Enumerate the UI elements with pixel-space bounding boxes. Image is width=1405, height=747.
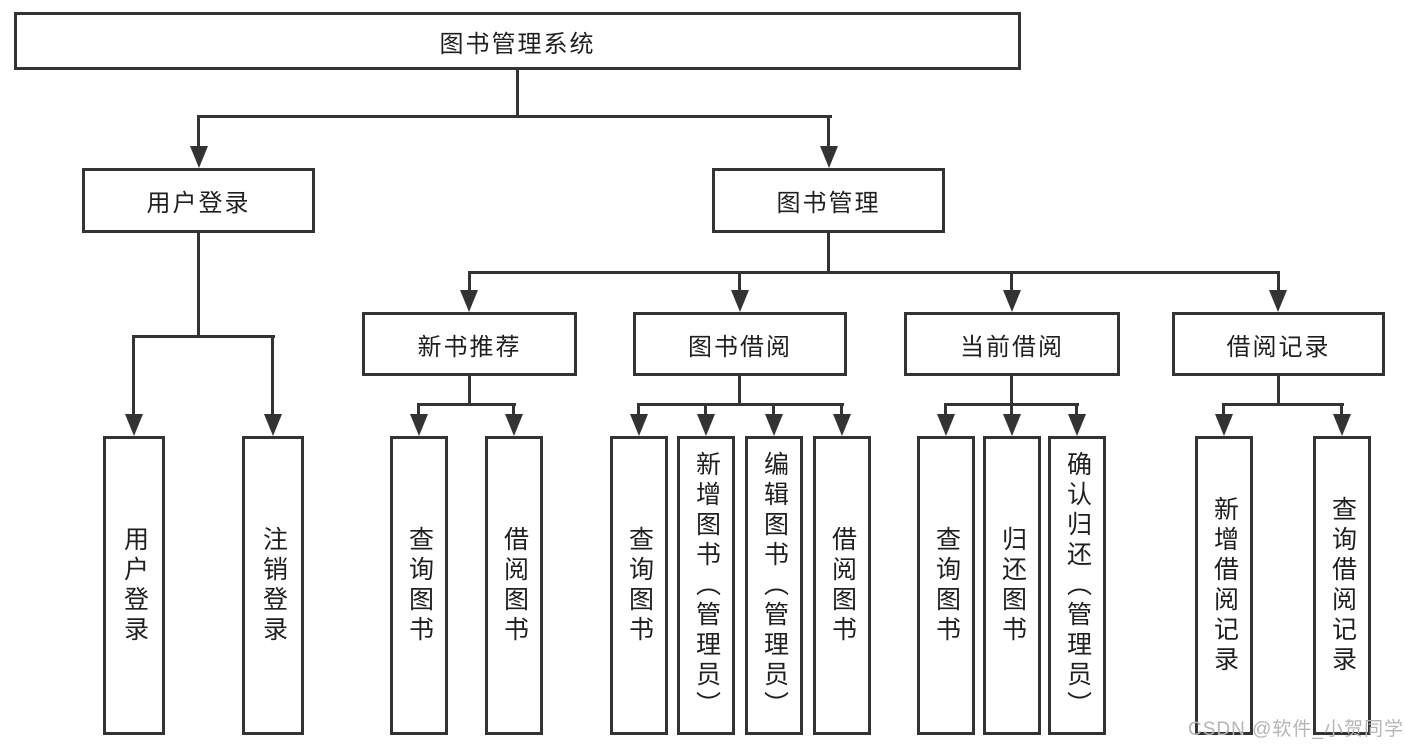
node-book-borrowing: 图书借阅: [633, 312, 847, 376]
node-leaf-edit-books-admin: 编辑图书（管理员）: [745, 436, 803, 735]
node-label: 图书管理: [776, 190, 881, 217]
arrow-down-icon: [630, 414, 648, 436]
node-label: 查询图书: [625, 525, 654, 646]
connector-line: [271, 335, 274, 415]
connector-line: [704, 403, 707, 416]
node-label: 用户登录: [120, 525, 149, 646]
arrow-down-icon: [505, 414, 523, 436]
connector-line: [197, 233, 200, 337]
node-label: 编辑图书（管理员）: [760, 450, 789, 721]
connector-line: [637, 403, 640, 416]
connector-line: [468, 271, 471, 293]
node-label: 新书推荐: [417, 333, 522, 361]
connector-line: [1277, 376, 1280, 406]
node-label: 确认归还（管理员）: [1063, 450, 1092, 721]
arrow-down-icon: [833, 414, 851, 436]
node-label: 借阅记录: [1226, 333, 1331, 361]
connector-line: [1277, 271, 1280, 293]
arrow-down-icon: [460, 290, 478, 312]
node-leaf-query-books-2: 查询图书: [610, 436, 668, 735]
node-leaf-query-books-3: 查询图书: [917, 436, 975, 735]
connector-line: [1010, 403, 1013, 416]
connector-line: [840, 403, 843, 416]
node-label: 图书管理系统: [439, 30, 596, 58]
arrow-down-icon: [1003, 290, 1021, 312]
node-leaf-add-borrow-record: 新增借阅记录: [1195, 436, 1253, 735]
connector-line: [738, 271, 741, 293]
connector-line: [197, 115, 832, 118]
connector-line: [827, 115, 830, 148]
connector-line: [1222, 403, 1344, 406]
node-library-management-system: 图书管理系统: [14, 12, 1021, 70]
node-new-book-recommendation: 新书推荐: [362, 312, 577, 376]
node-label: 借阅图书: [500, 525, 529, 646]
node-label: 查询借阅记录: [1328, 495, 1357, 676]
arrow-down-icon: [765, 414, 783, 436]
connector-line: [1075, 403, 1078, 416]
node-leaf-borrow-books-1: 借阅图书: [485, 436, 543, 735]
arrow-down-icon: [820, 146, 838, 168]
arrow-down-icon: [125, 414, 143, 436]
connector-line: [468, 376, 471, 406]
node-current-borrowing: 当前借阅: [904, 312, 1120, 376]
connector-line: [417, 403, 420, 416]
node-label: 当前借阅: [960, 333, 1064, 361]
arrow-down-icon: [697, 414, 715, 436]
arrow-down-icon: [1333, 414, 1351, 436]
arrow-down-icon: [1068, 414, 1086, 436]
node-label: 新增借阅记录: [1210, 495, 1239, 676]
node-user-login: 用户登录: [82, 168, 315, 233]
connector-line: [197, 115, 200, 148]
connector-line: [512, 403, 515, 416]
connector-line: [1010, 271, 1013, 293]
connector-line: [772, 403, 775, 416]
node-leaf-add-books-admin: 新增图书（管理员）: [677, 436, 735, 735]
arrow-down-icon: [937, 414, 955, 436]
node-label: 新增图书（管理员）: [692, 450, 721, 721]
node-label: 查询图书: [405, 525, 434, 646]
arrow-down-icon: [190, 146, 208, 168]
node-leaf-query-borrow-record: 查询借阅记录: [1313, 436, 1371, 735]
node-book-management: 图书管理: [712, 168, 945, 233]
node-leaf-query-books-1: 查询图书: [390, 436, 448, 735]
node-leaf-return-books: 归还图书: [983, 436, 1041, 735]
connector-line: [738, 376, 741, 406]
arrow-down-icon: [264, 414, 282, 436]
connector-line: [1222, 403, 1225, 416]
connector-line: [1340, 403, 1343, 416]
node-leaf-borrow-books-2: 借阅图书: [813, 436, 871, 735]
node-label: 图书借阅: [688, 333, 792, 361]
csdn-watermark: CSDN @软件_小贺同学: [1188, 719, 1404, 740]
arrow-down-icon: [1003, 414, 1021, 436]
connector-line: [516, 70, 519, 118]
node-label: 注销登录: [259, 525, 288, 646]
connector-line: [132, 335, 275, 338]
arrow-down-icon: [410, 414, 428, 436]
connector-line: [1010, 376, 1013, 406]
connector-line: [417, 403, 516, 406]
connector-line: [637, 403, 844, 406]
node-label: 用户登录: [146, 190, 251, 217]
arrow-down-icon: [1269, 290, 1287, 312]
arrow-down-icon: [1215, 414, 1233, 436]
node-borrowing-records: 借阅记录: [1172, 312, 1385, 376]
arrow-down-icon: [731, 290, 749, 312]
connector-line: [944, 403, 947, 416]
connector-line: [132, 335, 135, 415]
connector-line: [468, 271, 1280, 274]
node-leaf-confirm-return-admin: 确认归还（管理员）: [1048, 436, 1106, 735]
node-label: 借阅图书: [828, 525, 857, 646]
node-leaf-user-login: 用户登录: [103, 436, 165, 735]
connector-line: [827, 233, 830, 274]
node-leaf-logout: 注销登录: [242, 436, 304, 735]
node-label: 查询图书: [932, 525, 961, 646]
node-label: 归还图书: [998, 525, 1027, 646]
